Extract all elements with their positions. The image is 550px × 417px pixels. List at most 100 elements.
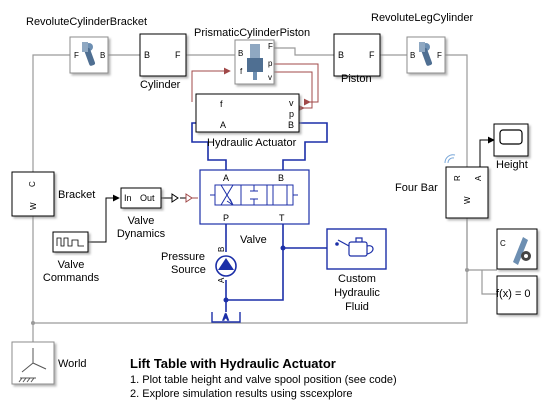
cylinder-block[interactable]: B F bbox=[139, 33, 187, 77]
hyd-B-line[interactable] bbox=[282, 122, 328, 170]
piston-label: Piston bbox=[341, 73, 372, 85]
svg-text:B: B bbox=[144, 50, 150, 60]
custom-fluid-label-1: Custom bbox=[338, 273, 376, 285]
ps-p-to-actuator[interactable] bbox=[274, 63, 319, 103]
bracket-block[interactable]: C W bbox=[11, 171, 55, 217]
signal-connections bbox=[88, 136, 495, 243]
svg-text:F: F bbox=[437, 51, 442, 60]
svg-text:C: C bbox=[28, 181, 37, 187]
svg-text:v: v bbox=[268, 73, 272, 82]
link-world-loop[interactable] bbox=[32, 216, 468, 324]
svg-text:T: T bbox=[279, 213, 285, 223]
valve-dynamics-label-2: Dynamics bbox=[116, 228, 166, 240]
oil-can-icon bbox=[335, 237, 374, 257]
svg-text:A: A bbox=[220, 120, 226, 130]
world-frame-block[interactable] bbox=[11, 341, 55, 385]
svg-text:f: f bbox=[240, 67, 243, 76]
svg-text:B: B bbox=[278, 173, 284, 183]
svg-text:P: P bbox=[223, 213, 229, 223]
valve-label: Valve bbox=[240, 234, 267, 246]
svg-text:In: In bbox=[124, 193, 132, 203]
revolute-cylinder-bracket-block[interactable]: F B bbox=[69, 36, 109, 74]
valve-commands-label-2: Commands bbox=[42, 272, 100, 284]
svg-text:p: p bbox=[268, 59, 273, 68]
four-bar-label: Four Bar bbox=[395, 182, 438, 194]
svg-text:F: F bbox=[268, 42, 273, 51]
wireless-icon bbox=[444, 154, 456, 164]
height-scope-block[interactable] bbox=[493, 123, 529, 157]
svg-text:B: B bbox=[238, 49, 243, 58]
svg-text:W: W bbox=[463, 196, 472, 204]
revolute-leg-cylinder-block[interactable]: B F bbox=[406, 36, 446, 74]
annotation-line-2: 2. Explore simulation results using ssce… bbox=[130, 388, 353, 400]
bracket-label: Bracket bbox=[58, 189, 96, 201]
svg-text:F: F bbox=[74, 51, 79, 60]
revolute-cylinder-bracket-label: RevoluteCylinderBracket bbox=[26, 16, 148, 28]
world-label: World bbox=[58, 358, 87, 370]
annotation-line-1: 1. Plot table height and valve spool pos… bbox=[130, 374, 397, 386]
custom-fluid-label-3: Fluid bbox=[345, 301, 369, 313]
svg-text:B: B bbox=[410, 51, 415, 60]
svg-text:A: A bbox=[474, 175, 483, 181]
pressure-source-label-1: Pressure bbox=[161, 251, 206, 263]
link-prismatic-piston[interactable] bbox=[274, 47, 334, 56]
fx-label: f(x) = 0 bbox=[496, 288, 531, 300]
annotation-title: Lift Table with Hydraulic Actuator bbox=[130, 356, 336, 371]
prismatic-cylinder-piston-label: PrismaticCylinderPiston bbox=[194, 27, 311, 39]
svg-text:A: A bbox=[223, 313, 229, 322]
revolute-joint-icon bbox=[419, 42, 433, 66]
gear-wrench-icon bbox=[513, 237, 531, 265]
pressure-source-label-2: Source bbox=[171, 264, 206, 276]
link-revolute-leg-fourbar[interactable] bbox=[445, 54, 468, 167]
hydraulic-actuator-block[interactable]: f A v p B bbox=[195, 93, 300, 133]
fx-equals-zero-block[interactable] bbox=[496, 275, 538, 315]
prismatic-joint-icon bbox=[247, 44, 263, 80]
cylinder-label: Cylinder bbox=[140, 79, 181, 91]
link-bracket-revolute[interactable] bbox=[32, 54, 70, 172]
svg-text:F: F bbox=[175, 50, 181, 60]
revolute-leg-cylinder-label: RevoluteLegCylinder bbox=[371, 12, 474, 24]
sig-commands-dynamics[interactable] bbox=[88, 194, 120, 243]
scope-icon bbox=[499, 129, 523, 145]
valve-commands-label-1: Valve bbox=[57, 259, 85, 271]
hyd-A-line[interactable] bbox=[191, 122, 227, 170]
height-label: Height bbox=[496, 159, 528, 171]
svg-text:C: C bbox=[500, 239, 506, 248]
valve-dynamics-block[interactable]: In Out bbox=[120, 187, 162, 209]
valve-spool-icon bbox=[210, 184, 298, 206]
four-bar-block[interactable]: R A W bbox=[444, 154, 489, 219]
physical-signal-connections bbox=[191, 63, 319, 112]
custom-hydraulic-fluid-block[interactable] bbox=[326, 228, 387, 270]
svg-text:A: A bbox=[223, 173, 229, 183]
pressure-source-block[interactable]: B A bbox=[215, 247, 237, 283]
svg-text:R: R bbox=[453, 175, 462, 181]
svg-text:p: p bbox=[289, 109, 294, 119]
signal-builder-icon bbox=[56, 237, 84, 247]
svg-text:W: W bbox=[29, 202, 38, 210]
svg-text:B: B bbox=[338, 50, 344, 60]
hydraulic-reference-icon[interactable]: A bbox=[211, 312, 241, 323]
svg-text:B: B bbox=[100, 51, 105, 60]
svg-text:B: B bbox=[288, 120, 294, 130]
svg-text:A: A bbox=[217, 277, 226, 283]
hydraulic-actuator-label: Hydraulic Actuator bbox=[207, 137, 297, 149]
svg-text:B: B bbox=[217, 247, 226, 252]
ps-f-from-actuator[interactable] bbox=[191, 67, 231, 102]
valve-block[interactable]: A B P T bbox=[199, 169, 310, 225]
svg-text:v: v bbox=[289, 98, 294, 108]
valve-dynamics-label-1: Valve bbox=[127, 215, 155, 227]
prismatic-cylinder-piston-block[interactable]: B F f p v bbox=[234, 39, 275, 85]
revolute-joint-icon bbox=[82, 42, 96, 66]
sig-fourbar-height[interactable] bbox=[479, 136, 495, 167]
svg-text:f: f bbox=[220, 99, 223, 109]
svg-text:Out: Out bbox=[140, 193, 155, 203]
piston-block[interactable]: B F bbox=[333, 33, 381, 77]
link-fx[interactable] bbox=[481, 270, 497, 295]
custom-fluid-label-2: Hydraulic bbox=[334, 287, 380, 299]
ps-v-to-actuator[interactable] bbox=[274, 71, 313, 109]
solver-configuration-block[interactable]: C bbox=[496, 228, 538, 270]
valve-commands-block[interactable] bbox=[52, 231, 89, 253]
hydraulic-connections bbox=[191, 122, 328, 312]
svg-text:F: F bbox=[369, 50, 375, 60]
